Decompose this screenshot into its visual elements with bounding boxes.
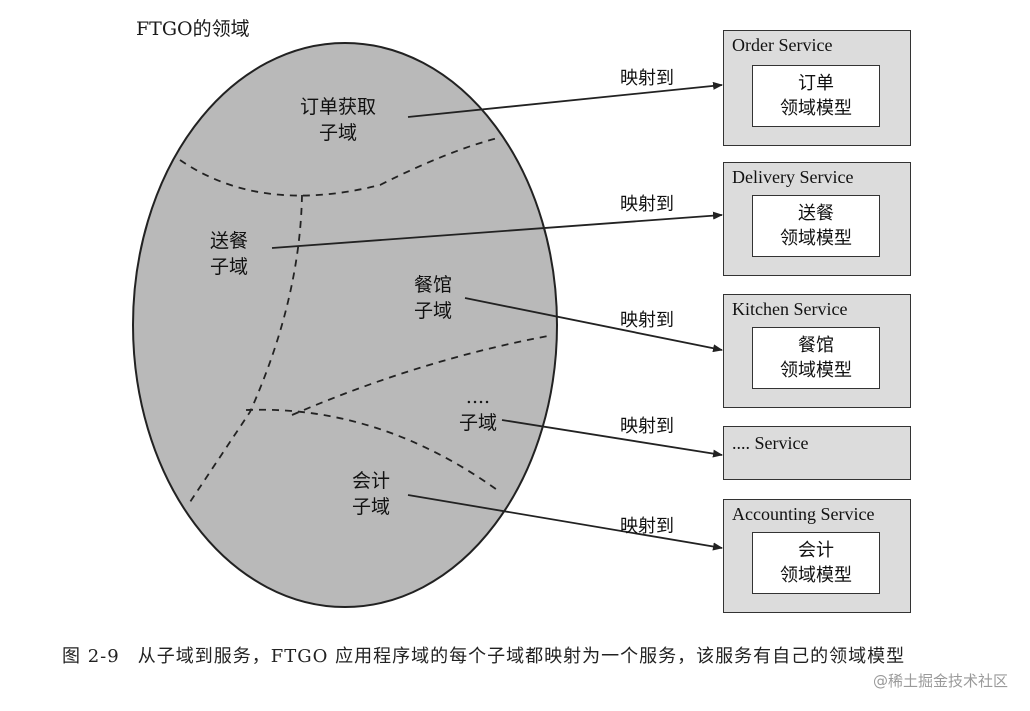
mapping-label-order: 映射到 <box>620 68 674 89</box>
domain-model-suffix: 领域模型 <box>780 565 852 586</box>
subdomain-other: .... 子域 <box>459 384 497 436</box>
subdomain-order-name: 订单获取 <box>300 96 377 118</box>
delivery-service-box: Delivery Service 送餐 领域模型 <box>723 162 911 276</box>
service-name: Accounting Service <box>732 504 875 524</box>
subdomain-restaurant-suffix: 子域 <box>414 300 453 322</box>
subdomain-restaurant-name: 餐馆 <box>414 274 453 296</box>
subdomain-order-suffix: 子域 <box>319 122 358 144</box>
domain-model-name: 餐馆 <box>798 335 834 356</box>
arrow-order <box>407 81 723 118</box>
domain-model-box: 餐馆 领域模型 <box>752 327 880 389</box>
subdomain-accounting: 会计 子域 <box>352 468 390 520</box>
accounting-service-box: Accounting Service 会计 领域模型 <box>723 499 911 613</box>
boundary-order-subdomain <box>179 137 499 197</box>
boundary-accounting-subdomain <box>245 408 501 493</box>
boundary-delivery-subdomain <box>187 194 303 506</box>
subdomain-delivery: 送餐 子域 <box>210 228 248 280</box>
kitchen-service-box: Kitchen Service 餐馆 领域模型 <box>723 294 911 408</box>
subdomain-delivery-suffix: 子域 <box>210 256 249 278</box>
arrow-accounting <box>407 494 723 551</box>
subdomain-accounting-suffix: 子域 <box>352 496 391 518</box>
other-service-box: .... Service <box>723 426 911 480</box>
service-name: .... Service <box>732 433 809 453</box>
service-name: Delivery Service <box>732 167 854 187</box>
caption-text: 从子域到服务，FTGO 应用程序域的每个子域都映射为一个服务，该服务有自己的领域… <box>137 646 906 667</box>
subdomain-accounting-name: 会计 <box>352 470 391 492</box>
figure-caption: 图 2-9 从子域到服务，FTGO 应用程序域的每个子域都映射为一个服务，该服务有… <box>62 640 992 674</box>
diagram-title: FTGO的领域 <box>136 18 250 40</box>
arrow-restaurant <box>464 297 723 353</box>
domain-model-box: 订单 领域模型 <box>752 65 880 127</box>
arrow-other <box>501 419 723 458</box>
subdomain-other-suffix: 子域 <box>459 412 498 434</box>
watermark: @稀土掘金技术社区 <box>872 672 1008 690</box>
ftgo-domain-ellipse <box>132 42 558 608</box>
service-name: Order Service <box>732 35 833 55</box>
domain-model-box: 会计 领域模型 <box>752 532 880 594</box>
domain-model-name: 订单 <box>798 73 834 94</box>
boundary-restaurant-subdomain <box>291 335 549 416</box>
domain-model-suffix: 领域模型 <box>780 228 852 249</box>
subdomain-restaurant: 餐馆 子域 <box>414 272 452 324</box>
mapping-label-restaurant: 映射到 <box>620 310 674 331</box>
domain-model-name: 会计 <box>798 540 834 561</box>
subdomain-other-name: .... <box>465 386 491 408</box>
arrow-delivery <box>271 211 723 249</box>
figure-label: 图 2-9 <box>62 646 120 667</box>
domain-model-box: 送餐 领域模型 <box>752 195 880 257</box>
service-name: Kitchen Service <box>732 299 848 319</box>
mapping-label-other: 映射到 <box>620 416 674 437</box>
domain-model-suffix: 领域模型 <box>780 98 852 119</box>
subdomain-delivery-name: 送餐 <box>210 230 249 252</box>
domain-model-suffix: 领域模型 <box>780 360 852 381</box>
mapping-label-accounting: 映射到 <box>620 516 674 537</box>
order-service-box: Order Service 订单 领域模型 <box>723 30 911 146</box>
subdomain-order: 订单获取 子域 <box>300 94 376 146</box>
domain-model-name: 送餐 <box>798 203 834 224</box>
mapping-label-delivery: 映射到 <box>620 194 674 215</box>
